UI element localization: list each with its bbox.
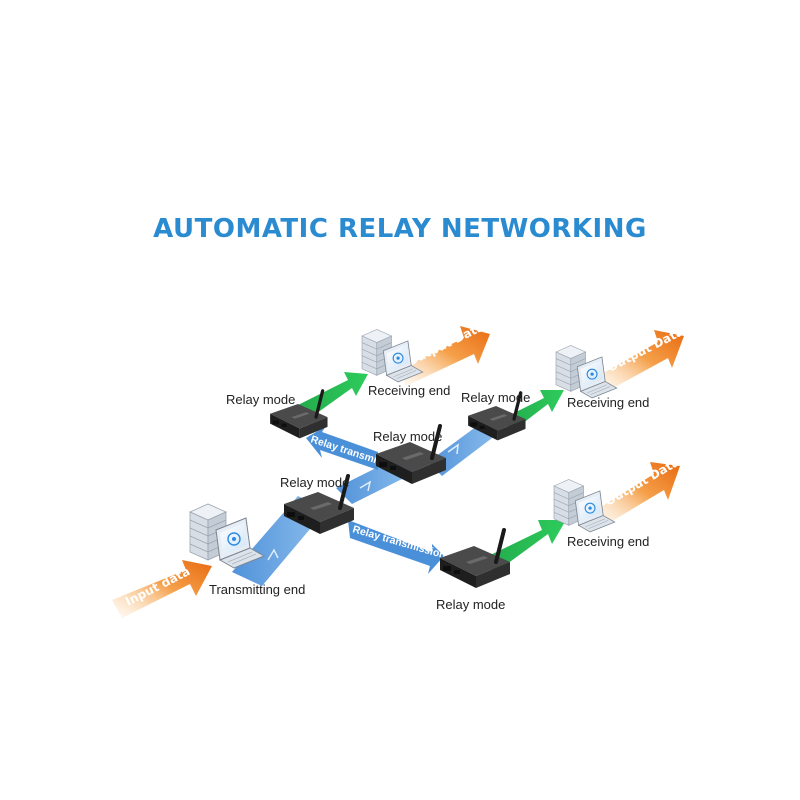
relay-mode-label-middle: Relay mode [280,475,349,490]
receiving-end-label-top-right: Receiving end [567,395,649,410]
relay-transmission-arrow-right: Relay transmission [348,520,447,574]
page-title: AUTOMATIC RELAY NETWORKING [153,214,647,244]
relay-mode-label-top-left: Relay mode [226,392,295,407]
relay-mode-label-top-right: Relay mode [461,390,530,405]
radio-modem-icon-bottom [438,528,512,590]
green-arrow-top-left [292,372,368,418]
relay-mode-label-bottom: Relay mode [436,597,505,612]
transmitting-end-server-laptop-icon [189,503,265,569]
receiving-end-label-top-left: Receiving end [368,383,450,398]
transmitting-end-label: Transmitting end [209,582,305,597]
relay-mode-label-center: Relay mode [373,429,442,444]
output-data-arrow-top-right: Output Data [598,324,686,392]
input-data-arrow: Input data [112,560,212,618]
output-data-arrow-bottom: Output Data [596,455,682,526]
receiving-end-label-bottom: Receiving end [567,534,649,549]
